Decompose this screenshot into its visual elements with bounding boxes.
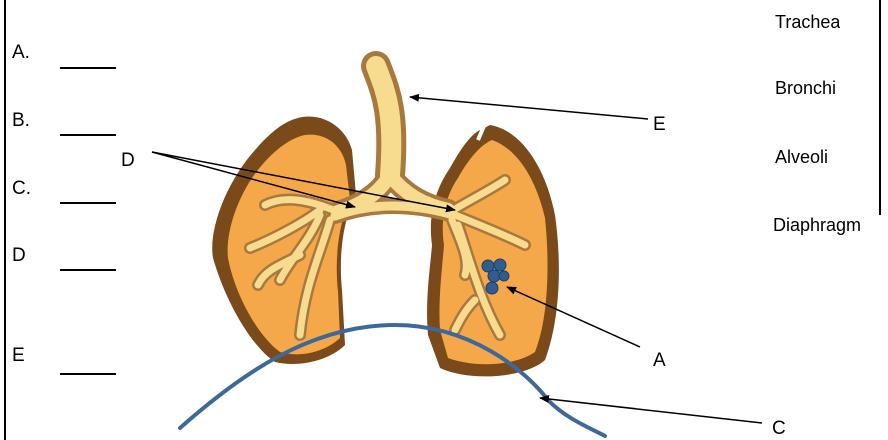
right-lung — [427, 125, 559, 376]
left-lung — [212, 117, 356, 364]
arrow-e-to-trachea — [410, 97, 648, 119]
alveolus — [488, 270, 500, 282]
alveolus — [499, 271, 509, 281]
diagram-label-e: E — [653, 114, 666, 135]
diagram-label-a: A — [653, 350, 666, 371]
diagram-label-d: D — [121, 150, 135, 171]
alveolus — [494, 259, 506, 271]
diagram-label-c: C — [772, 418, 786, 439]
alveolus — [486, 282, 498, 294]
